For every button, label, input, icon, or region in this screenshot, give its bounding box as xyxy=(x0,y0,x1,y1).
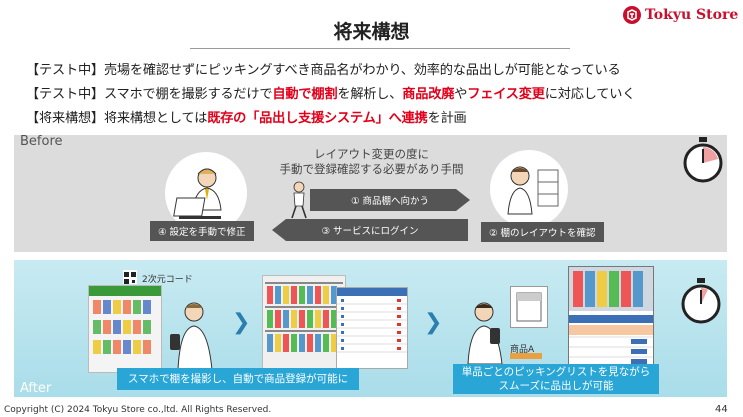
walking-person-figure xyxy=(282,180,316,220)
app-list-icon xyxy=(337,288,407,353)
after-caption-1-text: スマホで棚を撮影し、自動で商品登録が可能に xyxy=(127,373,349,385)
picking-list-icon xyxy=(569,267,653,368)
page-number: 44 xyxy=(715,404,728,415)
before-heading: レイアウト変更の度に 手動で登録確認する必要があり手間 xyxy=(0,147,743,177)
person-icon xyxy=(173,168,222,219)
before-shelf-worker-circle xyxy=(490,150,568,228)
walking-person-icon xyxy=(291,181,307,219)
person-icon xyxy=(170,302,213,371)
copyright: Copyright (C) 2024 Tokyu Store co.,ltd. … xyxy=(4,405,272,415)
bullet-line-3: 【将来構想】将来構想としては既存の「品出し支援システム」へ連携を計画 xyxy=(26,107,467,126)
after-label: After xyxy=(20,381,52,396)
after-caption-2-line-2: スムーズに品出しが可能 xyxy=(498,380,614,392)
bullet-text: を計画 xyxy=(427,111,467,126)
store-shelf-image xyxy=(88,285,162,373)
bullet-text: 売場を確認せずにピッキングすべき商品名がわかり、効率的な品出しが可能となっている xyxy=(103,63,621,78)
qr-code-label: 2次元コード xyxy=(142,275,193,285)
bullet-line-2: 【テスト中】スマホで棚を撮影するだけで自動で棚割を解析し、商品改廃やフェイス変更… xyxy=(26,83,635,102)
shelf-photo-icon xyxy=(265,282,343,352)
highlight-text: フェイス変更 xyxy=(467,87,545,102)
before-heading-line-2: 手動で登録確認する必要があり手間 xyxy=(279,162,464,176)
bullet-text: に対応していく xyxy=(544,87,636,102)
bullet-text: や xyxy=(454,87,468,102)
brand-name: Tokyu Store xyxy=(645,7,739,23)
page-title: 将来構想 xyxy=(333,21,410,43)
brand-logo: Tokyu Store xyxy=(623,4,741,26)
app-list-screen xyxy=(336,287,408,369)
highlight-text: 自動で棚割 xyxy=(272,87,338,102)
smartphone-icon xyxy=(170,334,180,350)
highlight-text: 既存の「品出し支援システム」へ連携 xyxy=(207,111,428,126)
after-caption-2: 単品ごとのピッキングリストを見ながら スムーズに品出しが可能 xyxy=(453,364,659,394)
highlight-text: 商品改廃 xyxy=(402,87,455,102)
bullet-text: 将来構想としては xyxy=(103,111,208,126)
smartphone-icon xyxy=(490,328,500,344)
before-label: Before xyxy=(20,134,63,149)
product-a-bar xyxy=(510,353,542,359)
step3-arrow: ③ サービスにログイン xyxy=(272,219,468,241)
after-caption-1: スマホで棚を撮影し、自動で商品登録が可能に xyxy=(117,368,359,390)
stopwatch-before xyxy=(680,135,726,185)
product-box-icon xyxy=(516,292,542,322)
step1-arrow: ① 商品棚へ向かう xyxy=(310,189,470,211)
bullet-tag: 【テスト中】 xyxy=(26,87,104,102)
before-heading-line-1: レイアウト変更の度に xyxy=(314,147,429,161)
shelf-photo xyxy=(262,275,346,369)
qr-code-icon xyxy=(123,270,137,284)
person-icon xyxy=(507,166,559,215)
bullet-text: を解析し、 xyxy=(337,87,403,102)
product-a-box xyxy=(510,286,548,328)
person-icon xyxy=(467,302,503,365)
person-with-phone-2 xyxy=(456,298,510,366)
step3-label: ③ サービスにログイン xyxy=(321,226,419,237)
stopwatch-after xyxy=(678,276,724,326)
bullet-tag: 【将来構想】 xyxy=(26,111,104,126)
step4-tag: ④ 設定を手動で修正 xyxy=(150,221,254,241)
step1-label: ① 商品棚へ向かう xyxy=(350,196,430,207)
bullet-text: スマホで棚を撮影するだけで xyxy=(103,87,273,102)
product-a-label: 商品A xyxy=(510,345,535,355)
step2-tag: ② 棚のレイアウトを確認 xyxy=(481,222,604,242)
chevron-right-icon-1: ❯ xyxy=(232,310,251,335)
picking-list-screen xyxy=(568,266,654,378)
bullet-line-1: 【テスト中】売場を確認せずにピッキングすべき商品名がわかり、効率的な品出しが可能… xyxy=(26,59,621,78)
after-caption-2-line-1: 単品ごとのピッキングリストを見ながら xyxy=(461,366,651,378)
store-shelf-icon xyxy=(89,286,161,354)
stopwatch-icon xyxy=(683,137,723,183)
person-with-phone xyxy=(160,298,220,372)
chevron-right-icon-2: ❯ xyxy=(424,310,443,335)
tokyu-logo-icon xyxy=(623,6,641,24)
stopwatch-icon xyxy=(681,278,721,324)
title-divider xyxy=(190,48,570,49)
bullet-tag: 【テスト中】 xyxy=(26,63,104,78)
before-pc-worker-circle xyxy=(165,152,247,234)
